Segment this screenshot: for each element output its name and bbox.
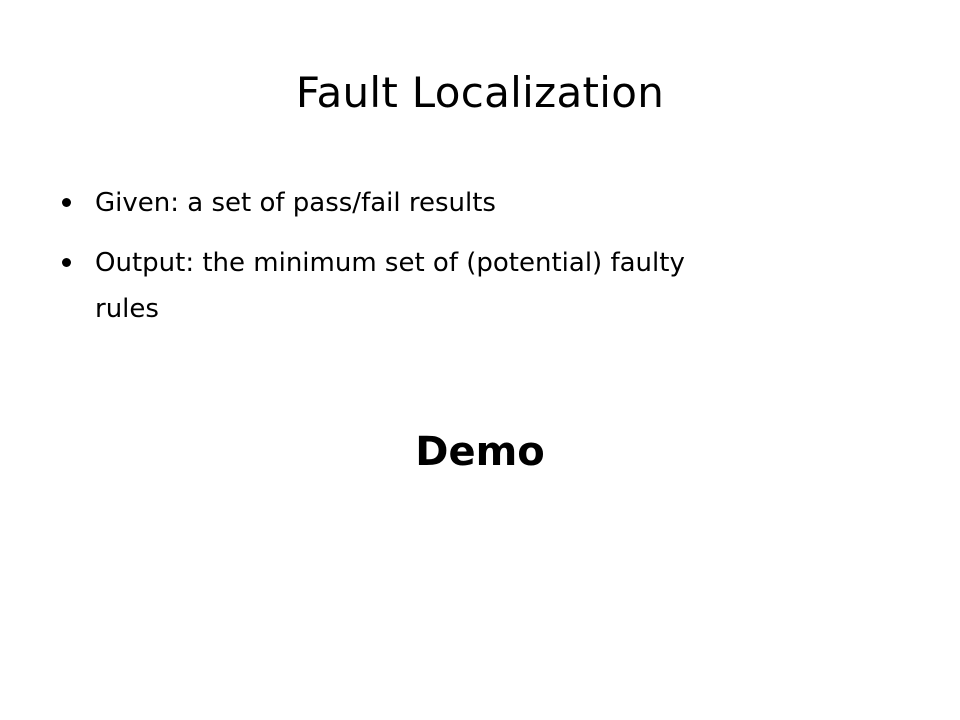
bullet-item-given: Given: a set of pass/fail results <box>60 180 920 226</box>
bullet-dot-icon <box>62 198 71 207</box>
bullet-text: Given: a set of pass/fail results <box>95 188 496 218</box>
bullet-item-output: Output: the minimum set of (potential) f… <box>60 240 920 332</box>
bullet-text-continuation: rules <box>95 294 159 324</box>
bullet-text: Output: the minimum set of (potential) f… <box>95 248 685 278</box>
bullet-list: Given: a set of pass/fail results Output… <box>60 180 920 346</box>
slide-title: Fault Localization <box>295 68 665 117</box>
demo-heading: Demo <box>415 429 545 475</box>
bullet-dot-icon <box>62 258 71 267</box>
